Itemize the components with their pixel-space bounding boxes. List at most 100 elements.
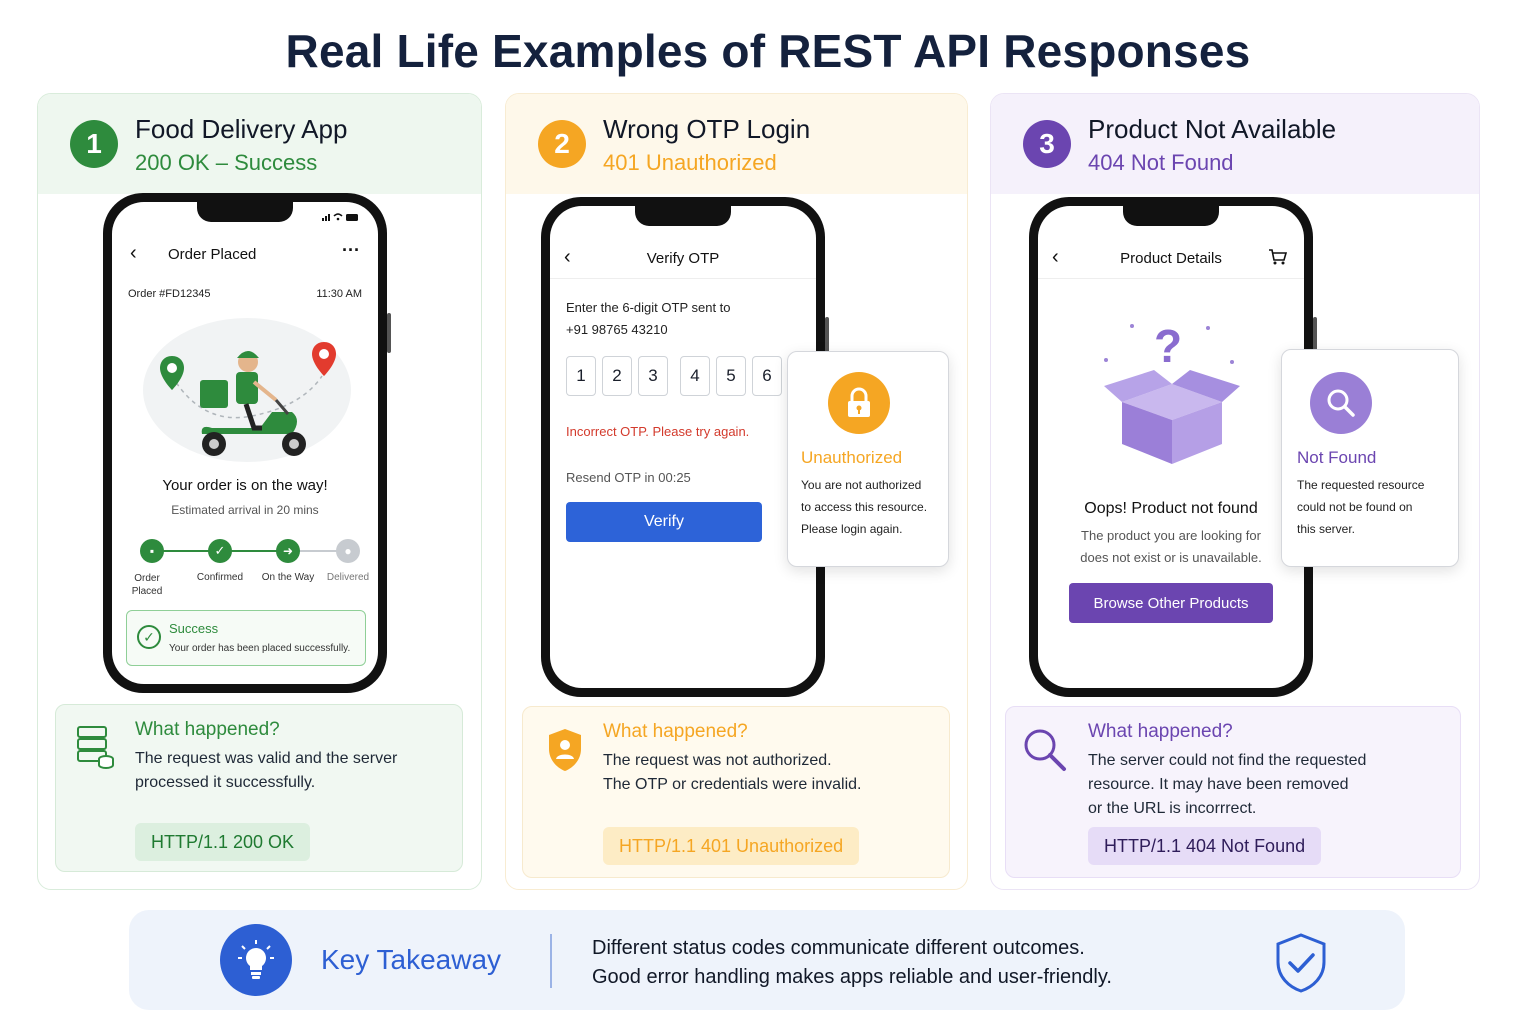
- what-happened-title: What happened?: [603, 721, 748, 742]
- step-delivered-icon: ●: [336, 539, 360, 563]
- back-chevron-icon[interactable]: ‹: [130, 242, 137, 264]
- cart-icon[interactable]: [1268, 248, 1288, 266]
- what-happened-line: The server could not find the requested: [1088, 752, 1367, 769]
- popup-title: Not Found: [1297, 448, 1377, 467]
- success-banner: ✓ Success Your order has been placed suc…: [126, 610, 366, 666]
- screen-header-title: Verify OTP: [646, 250, 720, 267]
- step-number-badge: 3: [1023, 120, 1071, 168]
- progress-line: [152, 550, 348, 552]
- what-happened-title: What happened?: [1088, 721, 1233, 742]
- card-wrong-otp: 2 Wrong OTP Login 401 Unauthorized ‹ Ver…: [505, 93, 968, 890]
- shield-user-icon: [549, 729, 581, 771]
- card-title: Food Delivery App: [135, 114, 348, 144]
- not-found-popup: Not Found The requested resource could n…: [1281, 349, 1459, 567]
- not-found-subtext: The product you are looking for: [1081, 528, 1261, 543]
- what-happened-line: processed it successfully.: [135, 774, 316, 791]
- search-icon: [1310, 372, 1372, 434]
- popup-text: The requested resource: [1297, 478, 1425, 492]
- popup-title: Unauthorized: [801, 448, 903, 467]
- step-on-the-way-icon: ➜: [276, 539, 300, 563]
- phone-screen: ‹ Order Placed ··· Order #FD12345 11:30 …: [112, 202, 378, 684]
- what-happened-title: What happened?: [135, 719, 280, 740]
- what-happened-box: What happened? The server could not find…: [1005, 706, 1461, 878]
- eta-text: Estimated arrival in 20 mins: [171, 503, 319, 517]
- step-number-badge: 1: [70, 120, 118, 168]
- page-title: Real Life Examples of REST API Responses: [285, 25, 1251, 77]
- server-database-icon: [77, 726, 114, 769]
- what-happened-box: What happened? The request was valid and…: [55, 704, 463, 872]
- otp-digit-box[interactable]: 2: [602, 356, 632, 396]
- header-divider: [1038, 278, 1304, 279]
- phone-side-button: [1313, 317, 1317, 357]
- http-status-line: HTTP/1.1 200 OK: [135, 823, 311, 861]
- order-id: Order #FD12345: [128, 288, 211, 300]
- otp-digit-box[interactable]: 4: [680, 356, 710, 396]
- what-happened-line: The OTP or credentials were invalid.: [603, 776, 862, 793]
- popup-text: Please login again.: [801, 522, 903, 536]
- otp-digit-box[interactable]: 5: [716, 356, 746, 396]
- card-title: Product Not Available: [1088, 114, 1337, 144]
- phone-notch: [1123, 206, 1219, 226]
- key-takeaway-panel: Key Takeaway Different status codes comm…: [129, 910, 1405, 1010]
- step-label: On the Way: [261, 572, 315, 583]
- step-order-placed-icon: ▪: [140, 539, 164, 563]
- card-food-delivery: 1 Food Delivery App 200 OK – Success ‹ O…: [37, 93, 482, 890]
- status-code-label: 404 Not Found: [1088, 150, 1234, 175]
- otp-error-message: Incorrect OTP. Please try again.: [566, 424, 750, 439]
- popup-text: could not be found on: [1297, 500, 1413, 514]
- browse-other-products-button[interactable]: Browse Other Products: [1069, 583, 1273, 623]
- verify-button[interactable]: Verify: [566, 502, 762, 542]
- lock-icon: [828, 372, 890, 434]
- key-takeaway-label: Key Takeaway: [321, 944, 502, 975]
- screen-header-title: Product Details: [1120, 250, 1222, 267]
- status-bar-icons: [322, 213, 358, 221]
- progress-line-pending: [288, 550, 348, 552]
- delivery-headline: Your order is on the way!: [162, 477, 328, 494]
- phone-mockup: ‹ Product Details ? Oops! Product not fo…: [1029, 197, 1317, 697]
- status-code-label: 401 Unauthorized: [603, 150, 777, 175]
- delivery-scooter-illustration: [143, 318, 351, 462]
- phone-notch: [197, 202, 293, 222]
- step-label: Confirmed: [196, 572, 244, 583]
- phone-side-button: [387, 313, 391, 353]
- step-label: Delivered: [326, 572, 370, 583]
- phone-screen: ‹ Verify OTP Enter the 6-digit OTP sent …: [550, 206, 816, 688]
- status-code-label: 200 OK – Success: [135, 150, 318, 175]
- phone-notch: [635, 206, 731, 226]
- otp-phone-number: +91 98765 43210: [566, 322, 668, 337]
- resend-otp-timer: Resend OTP in 00:25: [566, 470, 691, 485]
- more-options-icon[interactable]: ···: [342, 240, 360, 260]
- takeaway-text: Different status codes communicate diffe…: [592, 937, 1085, 959]
- unauthorized-popup: Unauthorized You are not authorized to a…: [787, 351, 949, 567]
- phone-screen: ‹ Product Details ? Oops! Product not fo…: [1038, 206, 1304, 688]
- success-text: Your order has been placed successfully.: [169, 643, 351, 654]
- phone-mockup: ‹ Order Placed ··· Order #FD12345 11:30 …: [103, 193, 391, 693]
- takeaway-text: Good error handling makes apps reliable …: [592, 966, 1112, 988]
- lightbulb-icon: [220, 924, 292, 996]
- http-status-line: HTTP/1.1 401 Unauthorized: [603, 827, 860, 865]
- order-time: 11:30 AM: [316, 288, 362, 300]
- what-happened-line: or the URL is incorrrect.: [1088, 800, 1257, 817]
- header-divider: [550, 278, 816, 279]
- otp-prompt: Enter the 6-digit OTP sent to: [566, 300, 731, 315]
- back-chevron-icon[interactable]: ‹: [1052, 246, 1059, 268]
- not-found-subtext: does not exist or is unavailable.: [1080, 550, 1262, 565]
- back-chevron-icon[interactable]: ‹: [564, 246, 571, 268]
- shield-check-icon: [1276, 933, 1326, 993]
- otp-digit-box[interactable]: 3: [638, 356, 668, 396]
- success-title: Success: [169, 621, 219, 636]
- http-status-line: HTTP/1.1 404 Not Found: [1088, 827, 1322, 865]
- popup-text: this server.: [1297, 522, 1356, 536]
- what-happened-line: The request was not authorized.: [603, 752, 832, 769]
- phone-side-button: [825, 317, 829, 357]
- what-happened-box: What happened? The request was not autho…: [522, 706, 950, 878]
- card-header: [991, 94, 1479, 194]
- popup-text: You are not authorized: [801, 478, 922, 492]
- step-label: Order Placed: [131, 573, 163, 597]
- step-confirmed-icon: ✓: [208, 539, 232, 563]
- card-product-not-available: 3 Product Not Available 404 Not Found ‹ …: [990, 93, 1480, 890]
- otp-digit-box[interactable]: 1: [566, 356, 596, 396]
- check-circle-icon: ✓: [137, 625, 161, 649]
- otp-digit-box[interactable]: 6: [752, 356, 782, 396]
- not-found-headline: Oops! Product not found: [1084, 500, 1258, 517]
